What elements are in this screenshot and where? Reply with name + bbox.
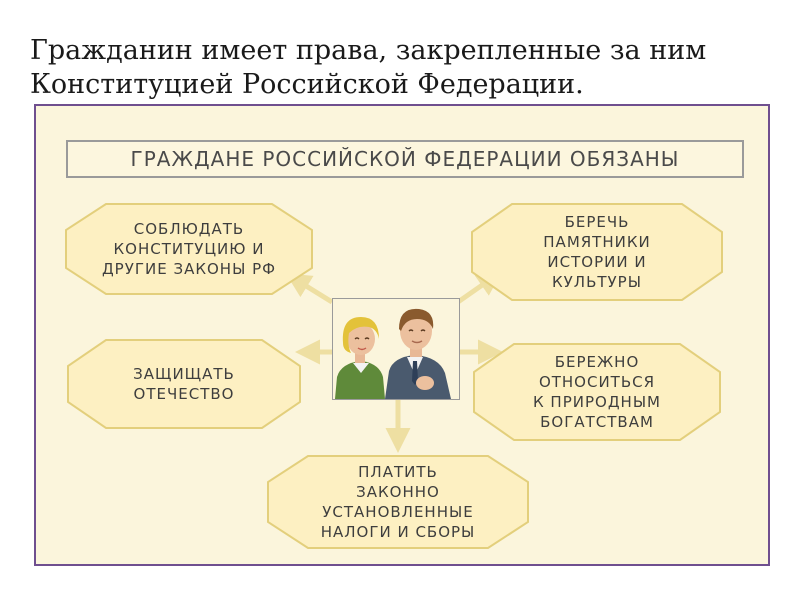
citizens-illustration (332, 298, 460, 400)
duties-diagram-panel: ГРАЖДАНЕ РОССИЙСКОЙ ФЕДЕРАЦИИ ОБЯЗАНЫ (34, 104, 770, 566)
diagram-title: ГРАЖДАНЕ РОССИЙСКОЙ ФЕДЕРАЦИИ ОБЯЗАНЫ (66, 140, 744, 178)
octagon-shape (473, 343, 721, 441)
duty-obey-constitution-node: СОБЛЮДАТЬ КОНСТИТУЦИЮ И ДРУГИЕ ЗАКОНЫ РФ (64, 202, 314, 296)
duty-defend-homeland-label: ЗАЩИЩАТЬ ОТЕЧЕСТВО (133, 365, 235, 403)
duty-protect-nature-node: БЕРЕЖНО ОТНОСИТЬСЯ К ПРИРОДНЫМ БОГАТСТВА… (472, 342, 722, 442)
duty-protect-nature-label: БЕРЕЖНО ОТНОСИТЬСЯ К ПРИРОДНЫМ БОГАТСТВА… (533, 353, 661, 431)
octagon-shape (267, 455, 529, 549)
duty-obey-constitution-label: СОБЛЮДАТЬ КОНСТИТУЦИЮ И ДРУГИЕ ЗАКОНЫ РФ (101, 220, 277, 278)
octagon-shape (65, 203, 313, 295)
duty-defend-homeland-node: ЗАЩИЩАТЬ ОТЕЧЕСТВО (66, 338, 302, 430)
octagon-shape (471, 203, 723, 301)
duty-pay-taxes-label: ПЛАТИТЬ ЗАКОННО УСТАНОВЛЕННЫЕ НАЛОГИ И С… (320, 463, 476, 541)
octagon-shape (67, 339, 301, 429)
arrow-to-obey-law (285, 273, 334, 305)
duty-protect-monuments-node: БЕРЕЧЬ ПАМЯТНИКИ ИСТОРИИ И КУЛЬТУРЫ (470, 202, 724, 302)
duty-protect-monuments-label: БЕРЕЧЬ ПАМЯТНИКИ ИСТОРИИ И КУЛЬТУРЫ (543, 213, 651, 291)
duty-pay-taxes-node: ПЛАТИТЬ ЗАКОННО УСТАНОВЛЕННЫЕ НАЛОГИ И С… (266, 454, 530, 550)
citizens-picture (333, 299, 459, 399)
slide-heading: Гражданин имеет права, закрепленные за н… (30, 35, 707, 100)
